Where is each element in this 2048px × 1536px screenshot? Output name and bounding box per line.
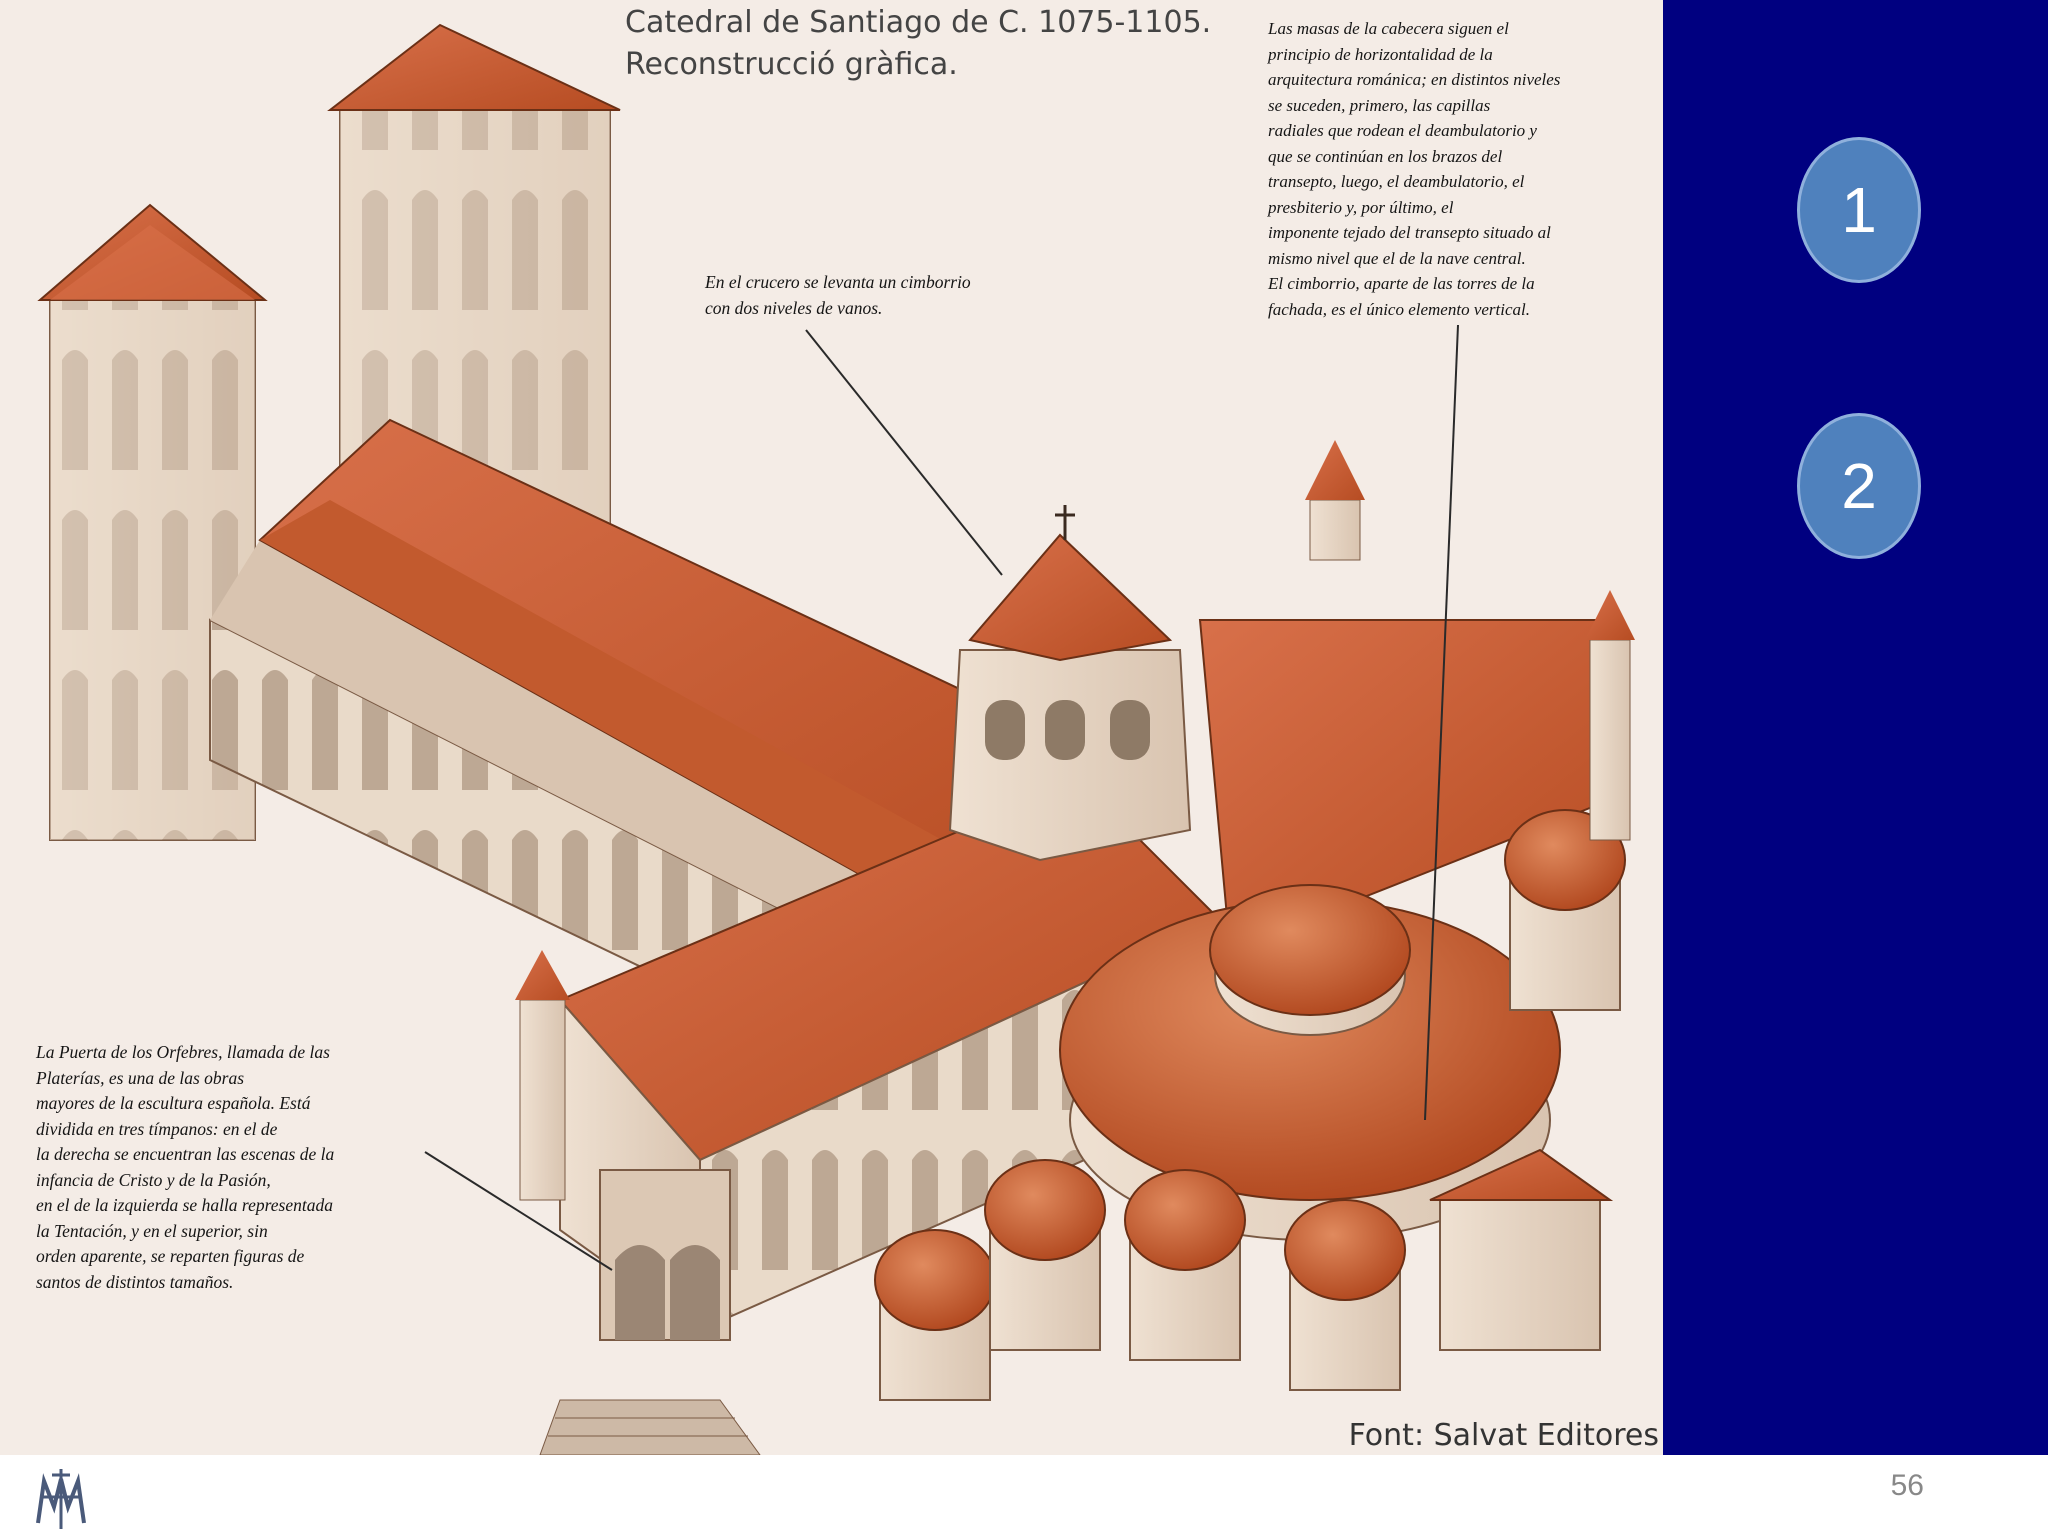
- transept: [558, 619, 1611, 1332]
- annotation-line: la derecha se encuentran las escenas de …: [36, 1144, 335, 1164]
- crossing-tower: [948, 505, 1192, 862]
- annotation-line: La Puerta de los Orfebres, llamada de la…: [36, 1042, 330, 1062]
- slide-title: Catedral de Santiago de C. 1075-1105. Re…: [625, 2, 1211, 86]
- annotation-line: transepto, luego, el deambulatorio, el: [1268, 172, 1525, 191]
- annotation-line: En el crucero se levanta un cimborrio: [705, 272, 971, 292]
- page-number: 56: [1890, 1469, 1924, 1502]
- apse-leader-line: [1424, 324, 1459, 1121]
- annotation-line: mismo nivel que el de la nave central.: [1268, 248, 1526, 268]
- annotation-line: santos de distintos tamaños.: [36, 1271, 234, 1292]
- door-leader-line: [424, 1151, 613, 1271]
- annotation-line: imponente tejado del transepto situado a…: [1268, 223, 1551, 242]
- slide-footer: 56: [0, 1455, 2048, 1536]
- crossing-annotation: En el crucero se levanta un cimborrio co…: [705, 270, 971, 321]
- slide-link-button-2[interactable]: 2: [1797, 413, 1921, 559]
- annotation-line: fachada, es el único elemento vertical.: [1268, 299, 1530, 319]
- annotation-line: con dos niveles de vanos.: [705, 297, 883, 318]
- annotation-line: orden aparente, se reparten figuras de: [36, 1246, 305, 1266]
- title-line-1: Catedral de Santiago de C. 1075-1105.: [625, 5, 1212, 40]
- navigation-sidebar: 1 2: [1663, 0, 2048, 1455]
- annotation-line: arquitectura románica; en distintos nive…: [1268, 70, 1561, 89]
- apse-annotation: Las masas de la cabecera siguen el princ…: [1268, 16, 1560, 322]
- annotation-line: la Tentación, y en el superior, sin: [36, 1220, 268, 1241]
- platerias-facade: [539, 1169, 761, 1455]
- slide-link-button-1[interactable]: 1: [1797, 137, 1921, 283]
- west-tower-left: [37, 203, 268, 841]
- door-annotation: La Puerta de los Orfebres, llamada de la…: [36, 1040, 334, 1295]
- annotation-line: se suceden, primero, las capillas: [1268, 95, 1491, 115]
- annotation-line: mayores de la escultura española. Está: [36, 1093, 311, 1113]
- annotation-line: presbiterio y, por último, el: [1268, 197, 1454, 217]
- annotation-line: infancia de Cristo y de la Pasión,: [36, 1169, 271, 1190]
- radial-chapels: [874, 809, 1626, 1401]
- title-line-2: Reconstrucció gràfica.: [625, 47, 958, 82]
- crossing-leader-line: [805, 329, 1003, 576]
- annotation-line: que se continúan en los brazos del: [1268, 146, 1503, 166]
- annotation-line: radiales que rodean el deambulatorio y: [1268, 121, 1537, 140]
- annotation-line: Platerías, es una de las obras: [36, 1067, 245, 1088]
- annotation-line: dividida en tres tímpanos: en el de: [36, 1118, 278, 1139]
- image-source-credit: Font: Salvat Editores: [1348, 1418, 1659, 1453]
- annotation-line: principio de horizontalidad de la: [1268, 44, 1493, 64]
- cathedral-drawing: [37, 23, 1635, 1455]
- annotation-line: Las masas de la cabecera siguen el: [1268, 19, 1509, 38]
- annotation-line: en el de la izquierda se halla represent…: [36, 1195, 333, 1215]
- turrets: [515, 440, 1635, 1201]
- monogram-logo-icon: [36, 1469, 86, 1529]
- cathedral-illustration: Catedral de Santiago de C. 1075-1105. Re…: [0, 0, 1663, 1455]
- annotation-line: El cimborrio, aparte de las torres de la: [1268, 274, 1535, 293]
